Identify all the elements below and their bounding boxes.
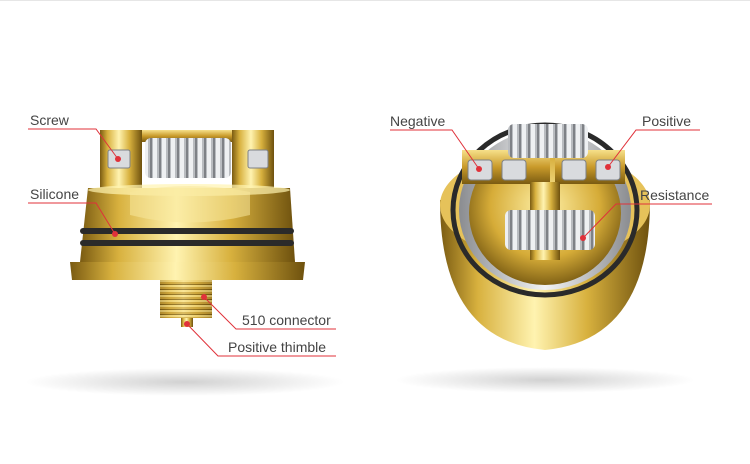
coil-top	[508, 124, 588, 158]
neg-screw-2	[501, 159, 527, 181]
coil-bottom	[505, 210, 595, 250]
leader-silicone	[28, 202, 116, 235]
leader-thimble	[186, 323, 336, 357]
label-resistance: Resistance	[640, 187, 710, 203]
side-view-rda	[25, 128, 345, 396]
pos-screw-1	[561, 159, 587, 181]
screw-head-right	[247, 149, 269, 169]
ground-shadow-right	[395, 367, 695, 393]
top-view-rda	[390, 122, 712, 393]
label-screw: Screw	[30, 112, 69, 128]
label-positive-thimble: Positive thimble	[228, 339, 327, 355]
oring-bottom	[80, 240, 294, 246]
leader-negative	[390, 129, 480, 170]
coil-side	[145, 138, 231, 178]
label-positive: Positive	[642, 113, 692, 129]
leader-connector	[203, 296, 336, 330]
top-border	[0, 0, 750, 1]
base-flange	[70, 262, 305, 280]
label-510-connector: 510 connector	[242, 312, 331, 328]
leader-positive	[607, 129, 700, 168]
label-negative: Negative	[390, 113, 446, 129]
oring-top	[80, 228, 294, 234]
leader-resistance	[582, 203, 712, 239]
ground-shadow-left	[25, 368, 345, 396]
label-silicone: Silicone	[30, 186, 80, 202]
leader-screw	[28, 128, 119, 160]
